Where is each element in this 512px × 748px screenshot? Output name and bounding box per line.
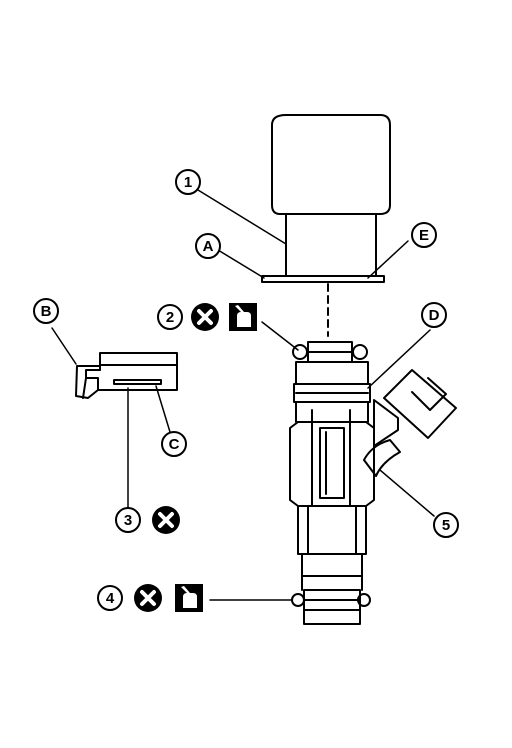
fuel-injector	[289, 341, 457, 625]
callout-5-circle	[433, 512, 459, 538]
injector-collar-1	[295, 361, 369, 385]
injector-neck	[301, 553, 363, 577]
callout-a: A	[203, 238, 214, 255]
leader-c	[155, 385, 171, 433]
clip-slot	[113, 379, 162, 385]
callout-c: C	[169, 436, 180, 453]
x-in-circle-icon	[191, 303, 219, 331]
clip	[75, 352, 178, 399]
fluid-icons	[175, 303, 257, 612]
callouts	[33, 169, 459, 611]
oil-can-icon	[175, 584, 203, 612]
callout-4-circle	[97, 585, 123, 611]
connector-stem	[373, 399, 399, 447]
callout-b: B	[41, 303, 52, 320]
callout-5: 5	[442, 517, 450, 534]
leader-5	[379, 469, 435, 517]
fuel-tube-plate	[261, 275, 385, 283]
callout-a-circle	[195, 233, 221, 259]
leader-d	[367, 329, 431, 389]
injector-main-body	[289, 421, 375, 507]
leader-1	[197, 189, 287, 245]
clip-hook	[75, 365, 101, 399]
connector-latch	[411, 377, 447, 411]
upper-o-ring-left	[292, 344, 308, 360]
neck-sides	[301, 575, 363, 591]
upper-o-ring-right	[352, 344, 368, 360]
leader-a	[217, 249, 265, 279]
lower-o-ring-right	[357, 593, 371, 607]
leader-e	[367, 240, 409, 279]
callout-1: 1	[184, 174, 192, 191]
leader-b	[51, 327, 77, 365]
callout-e: E	[419, 227, 429, 244]
connector-housing	[383, 369, 457, 439]
callout-3: 3	[124, 512, 132, 529]
fuel-tube	[261, 114, 391, 337]
connector-boot	[363, 439, 401, 477]
fuel-tube-body	[271, 114, 391, 215]
callout-2: 2	[166, 309, 174, 326]
callout-c-circle	[161, 431, 187, 457]
oil-can-icon	[229, 303, 257, 331]
injector-collar-3	[295, 401, 369, 423]
callout-d-circle	[421, 302, 447, 328]
callout-4: 4	[106, 590, 115, 607]
callout-3-circle	[115, 507, 141, 533]
clip-hook-inner	[82, 377, 87, 399]
leader-lines	[51, 189, 435, 601]
callout-e-circle	[411, 222, 437, 248]
callout-2-circle	[157, 304, 183, 330]
lower-o-ring-left	[291, 593, 305, 607]
fuel-tube-neck	[285, 213, 377, 277]
callout-1-circle	[175, 169, 201, 195]
x-in-circle-icon	[152, 506, 180, 534]
injector-tip	[303, 609, 361, 625]
body-window	[319, 427, 345, 499]
leader-2	[261, 321, 299, 351]
callout-b-circle	[33, 298, 59, 324]
callout-d: D	[429, 307, 440, 324]
replace-icons	[134, 303, 219, 612]
x-in-circle-icon	[134, 584, 162, 612]
